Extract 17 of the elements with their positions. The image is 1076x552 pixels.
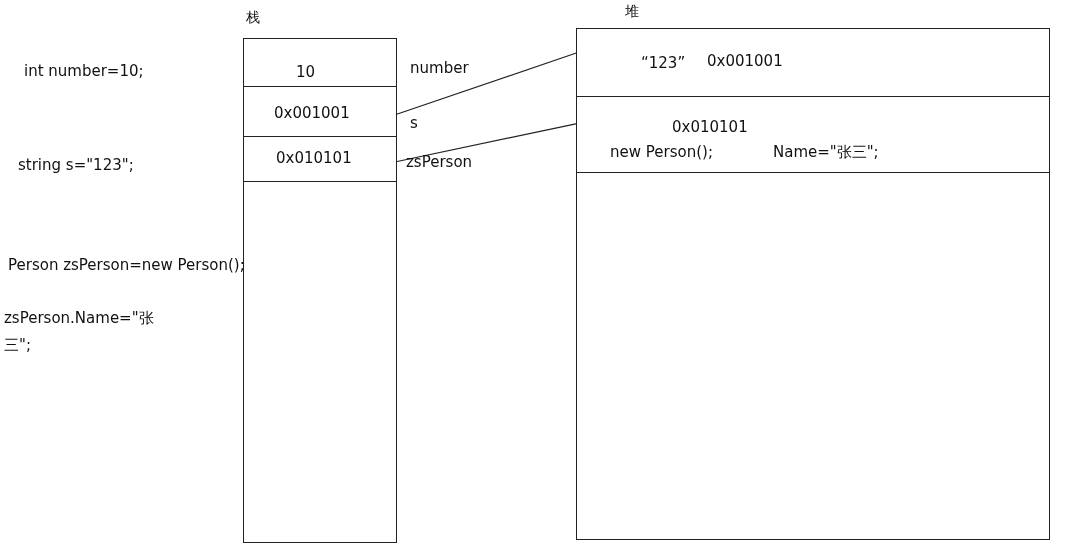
slot-value: 0x001001 — [274, 104, 350, 122]
variable-name: zsPerson — [406, 153, 473, 171]
code-line: Person zsPerson=new Person(); — [8, 255, 245, 276]
variable-name: number — [410, 59, 469, 77]
slot-value: Name="张三"; — [773, 143, 879, 162]
code-line: zsPerson.Name="张三"; — [4, 308, 154, 356]
code-line: string s="123"; — [18, 155, 134, 176]
slot-value: “123” — [641, 54, 686, 72]
slot-value: 10 — [296, 63, 316, 81]
slot-value: new Person(); — [610, 143, 713, 161]
slot-value: 0x001001 — [707, 52, 783, 70]
code-line: int number=10; — [24, 61, 144, 82]
region-heading: 栈 — [246, 9, 260, 27]
variable-name: s — [410, 114, 418, 132]
slot-value: 0x010101 — [672, 118, 748, 136]
slot-value: 0x010101 — [276, 149, 352, 167]
region-heading: 堆 — [625, 3, 639, 21]
